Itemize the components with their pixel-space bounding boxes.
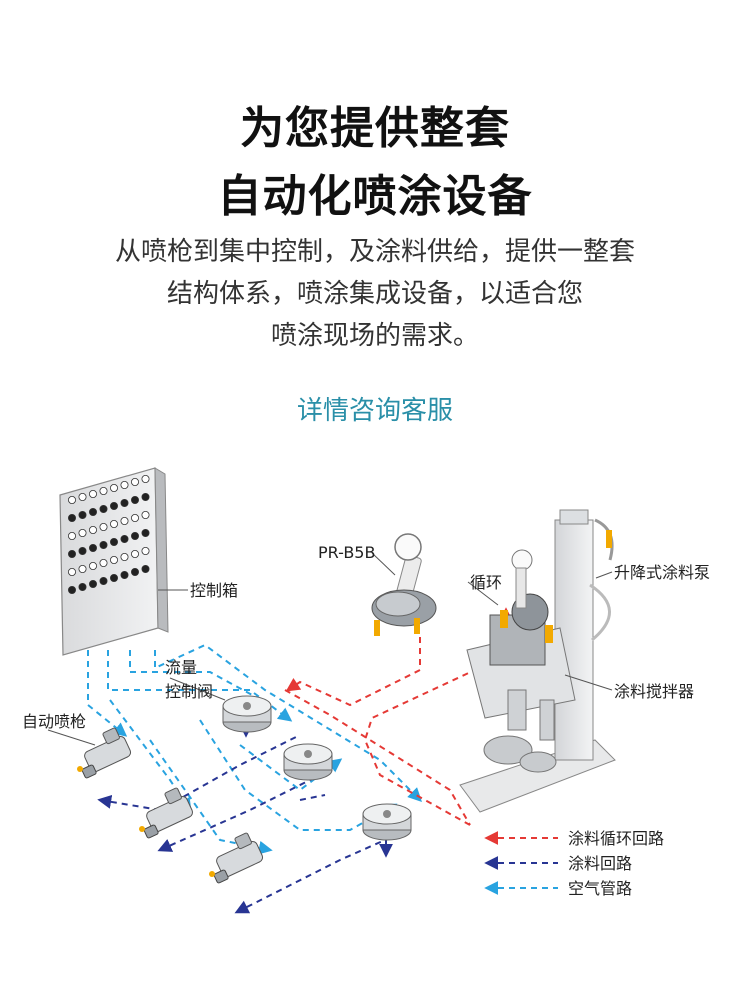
panel-knob [68,586,77,595]
pr-b5b-pump [371,533,437,636]
panel-knob [89,580,98,589]
panel-knob [89,507,98,516]
spray-system-diagram: 控制箱 流量 控制阀 自动喷枪 PR-B5B 循环 升降式涂料泵 涂料搅拌器 涂… [22,467,710,914]
panel-knob [110,556,119,565]
panel-knob [110,501,119,510]
panel-knob [78,529,87,538]
legend-label: 空气管路 [568,879,632,898]
panel-knob [120,535,129,544]
spray-gun [77,727,132,779]
label-pump-model: PR-B5B [318,543,375,562]
panel-knob [141,547,150,556]
spray-gun [209,832,264,884]
paint-return-lines [97,720,393,914]
panel-knob [89,526,98,535]
legend-item: 空气管路 [484,879,632,898]
label-flow-valve-1: 流量 [165,658,197,677]
flow-valves [222,695,412,841]
panel-knob [99,559,108,568]
panel-knob [99,504,108,513]
panel-knob [110,520,119,529]
legend: 涂料循环回路 涂料回路 空气管路 [484,829,664,898]
panel-knob [120,571,129,580]
panel-knob [120,498,129,507]
panel-knob [78,565,87,574]
lift-pump-station [459,509,616,813]
panel-knob [99,486,108,495]
panel-knob [141,565,150,574]
panel-knob [120,517,129,526]
panel-knob [78,492,87,501]
panel-knob [130,477,139,486]
panel-knob [68,532,77,541]
spray-guns [77,727,264,884]
panel-knob [110,574,119,583]
subtitle-line-2: 结构体系，喷涂集成设备，以适合您 [166,279,583,309]
title-line-2: 自动化喷涂设备 [217,171,533,222]
panel-knob [78,547,87,556]
panel-knob [130,495,139,504]
panel-knob [141,510,150,519]
panel-knob [141,492,150,501]
legend-label: 涂料循环回路 [568,829,664,848]
contact-service-link[interactable]: 详情咨询客服 [296,396,453,426]
control-box [59,467,169,656]
panel-knob [99,577,108,586]
panel-knob [68,550,77,559]
panel-knob [141,529,150,538]
flow-valve [222,695,272,733]
panel-knob [89,562,98,571]
panel-knob [99,541,108,550]
label-circulation: 循环 [470,573,502,592]
panel-knob [120,480,129,489]
panel-knob [130,514,139,523]
label-lift-pump: 升降式涂料泵 [614,563,710,582]
panel-knob [110,483,119,492]
panel-knob [130,532,139,541]
subtitle-line-1: 从喷枪到集中控制，及涂料供给，提供一整套 [114,237,635,267]
flow-valve [283,743,333,781]
panel-knob [130,550,139,559]
leader-lines [47,552,613,746]
panel-knob [130,568,139,577]
label-control-box: 控制箱 [190,581,238,600]
panel-knob [89,489,98,498]
title-line-1: 为您提供整套 [240,103,510,154]
panel-knob [68,495,77,504]
flow-valve [362,803,412,841]
panel-knob [110,538,119,547]
panel-knob [78,583,87,592]
label-auto-gun: 自动喷枪 [22,712,86,731]
legend-label: 涂料回路 [568,854,632,873]
panel-knob [68,514,77,523]
panel-knob [120,553,129,562]
panel-knob [89,544,98,553]
panel-knob [68,568,77,577]
label-mixer: 涂料搅拌器 [614,682,694,701]
subtitle-line-3: 喷涂现场的需求。 [270,321,479,351]
spray-gun [139,787,194,839]
legend-item: 涂料回路 [484,854,632,873]
panel-knob [141,474,150,483]
legend-item: 涂料循环回路 [484,829,664,848]
panel-knob [78,510,87,519]
panel-knob [99,523,108,532]
label-flow-valve-2: 控制阀 [165,682,213,701]
